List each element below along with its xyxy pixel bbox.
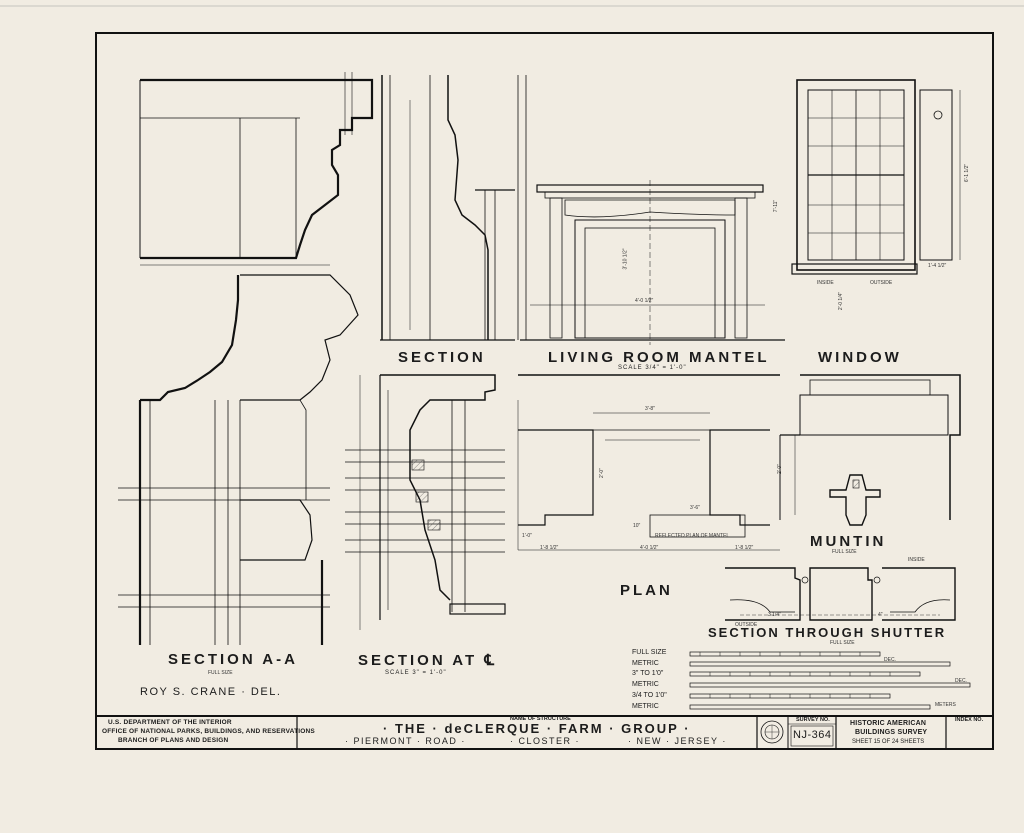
dim-window-sill: 1'-4 1/2" <box>928 263 947 269</box>
dim-plan-right: 1'-8 1/2" <box>735 545 754 551</box>
dim-plan-height: 2'-0" <box>598 468 605 478</box>
section-aa-title: SECTION A-A <box>168 651 298 668</box>
location-town: · CLOSTER · <box>510 736 581 746</box>
structure-name: · THE · deCLERQUE · FARM · GROUP · <box>383 721 691 736</box>
dim-plan-top: 3'-8" <box>645 406 655 412</box>
scale-metric-2: METRIC <box>632 681 659 688</box>
habs-line-1: HISTORIC AMERICAN <box>850 720 927 727</box>
scale-meters: METERS <box>935 702 956 708</box>
agency-line-1: U.S. DEPARTMENT OF THE INTERIOR <box>108 719 232 726</box>
scale-metric-3: METRIC <box>632 703 659 710</box>
reflected-plan-label: REFLECTED PLAN OF MANTEL <box>655 533 730 539</box>
scale-three-inch: 3" TO 1'0" <box>632 670 664 677</box>
index-label: INDEX NO. <box>955 717 984 723</box>
agency-line-2: OFFICE OF NATIONAL PARKS, BUILDINGS, AND… <box>102 728 315 735</box>
shutter-outside-label: OUTSIDE <box>735 622 758 628</box>
dim-window-left: 2'-0 1/4" <box>838 291 845 311</box>
section-at-cl-title: SECTION AT ℄ <box>358 652 497 669</box>
mantel-section-title: SECTION <box>398 349 486 366</box>
mantel-scale: SCALE 3/4" = 1'-0" <box>618 365 687 371</box>
mantel-section-drawing <box>380 75 515 341</box>
mantel-title: LIVING ROOM MANTEL <box>548 349 770 366</box>
survey-label: SURVEY NO. <box>796 717 830 723</box>
scale-full-size: FULL SIZE <box>632 649 667 656</box>
dim-muntin-height: 2'-0" <box>776 464 783 474</box>
scale-dec-1: DEC. <box>884 657 896 663</box>
dim-plan-side: 1'-0" <box>522 533 532 539</box>
sheet-border <box>95 32 994 750</box>
shutter-scale: FULL SIZE <box>830 640 855 646</box>
window-inside-label: INSIDE <box>817 280 834 286</box>
location-state: · NEW · JERSEY · <box>628 736 727 746</box>
muntin-title: MUNTIN <box>810 533 887 550</box>
sheet-number: SHEET 15 OF 24 SHEETS <box>852 739 925 745</box>
habs-line-2: BUILDINGS SURVEY <box>855 729 928 736</box>
dim-plan-inner: 3'-6" <box>690 505 700 511</box>
right-plan-drawing <box>779 374 961 520</box>
agency-line-3: BRANCH OF PLANS AND DESIGN <box>118 737 229 744</box>
dim-mantel-width: 4'-0 1/2" <box>635 298 654 304</box>
section-at-cl-scale: SCALE 3" = 1'-0" <box>385 670 447 676</box>
shutter-title: SECTION THROUGH SHUTTER <box>708 625 947 640</box>
title-block-lines <box>96 715 993 749</box>
window-outside-label: OUTSIDE <box>870 280 893 286</box>
dim-plan-mid: 4'-0 1/2" <box>640 545 659 551</box>
scale-dec-2: DEC. <box>955 678 967 684</box>
window-title: WINDOW <box>818 349 902 366</box>
dim-shutter-b: 4" <box>878 612 883 618</box>
location-road: · PIERMONT · ROAD · <box>345 736 466 746</box>
scale-bars <box>689 651 971 710</box>
scale-metric-1: METRIC <box>632 660 659 667</box>
delineator: ROY S. CRANE · DEL. <box>140 686 282 698</box>
window-elevation-drawing <box>791 79 961 275</box>
section-aa-scale: FULL SIZE <box>208 670 233 676</box>
structure-name-label: NAME OF STRUCTURE <box>510 716 571 722</box>
dim-mantel-height: 3'-10 1/2" <box>622 248 629 270</box>
dim-plan-left: 1'-8 1/2" <box>540 545 559 551</box>
section-aa-drawing <box>118 72 374 645</box>
shutter-inside-label: INSIDE <box>908 557 925 563</box>
plan-drawing <box>517 374 780 551</box>
dim-plan-small: 10" <box>633 523 641 529</box>
section-at-cl-drawing <box>345 374 506 630</box>
scale-three-quarter: 3/4 TO 1'0" <box>632 692 667 699</box>
dim-window-overall: 6'-1 1/2" <box>964 163 971 183</box>
plan-title: PLAN <box>620 582 673 599</box>
shutter-drawing <box>725 567 956 621</box>
muntin-drawing <box>829 474 881 526</box>
dim-shutter-a: 3 1/4" <box>768 612 781 618</box>
dim-window-height: 7'-11" <box>773 199 780 213</box>
muntin-scale: FULL SIZE <box>832 549 857 555</box>
survey-number: NJ-364 <box>793 729 832 741</box>
mantel-elevation-drawing <box>517 75 785 345</box>
